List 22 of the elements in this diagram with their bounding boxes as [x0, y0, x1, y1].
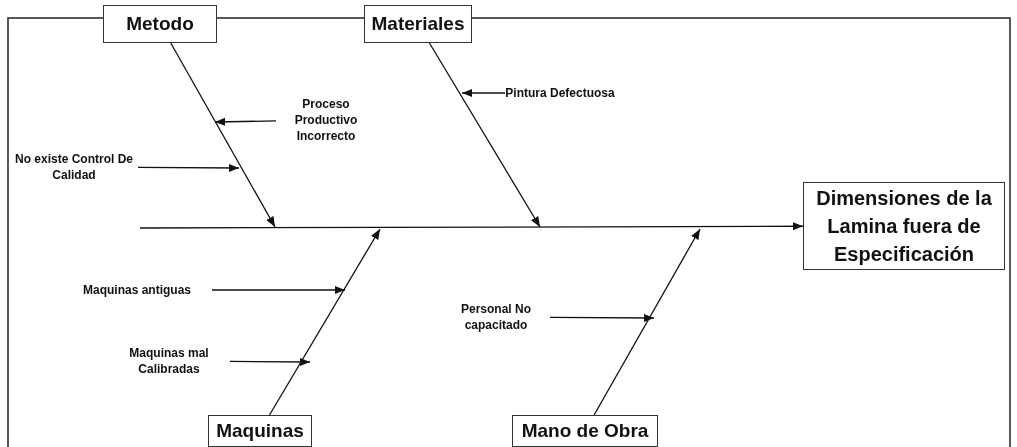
arrow	[461, 88, 506, 98]
category-box: Maquinas	[208, 415, 312, 447]
cause-text: Pintura Defectuosa	[505, 85, 615, 101]
arrow	[549, 313, 655, 323]
cause-text: Maquinas mal Calibradas	[108, 344, 230, 378]
arrow	[214, 117, 277, 126]
arrow	[170, 42, 276, 228]
arrow	[211, 285, 346, 295]
cause-text: Personal No capacitado	[442, 300, 550, 334]
category-box: Mano de Obra	[512, 415, 658, 447]
arrow	[593, 228, 701, 416]
cause-text: Maquinas antiguas	[62, 282, 212, 298]
arrow	[268, 228, 381, 416]
arrow	[139, 222, 804, 231]
effect-box: Dimensiones de la Lamina fuera de Especificación	[803, 182, 1005, 270]
arrow	[428, 42, 541, 228]
category-box: Metodo	[103, 5, 217, 43]
category-box: Materiales	[364, 5, 472, 43]
arrow	[137, 163, 240, 173]
cause-text: No existe Control De Calidad	[10, 150, 138, 184]
cause-text: Proceso Productivo Incorrecto	[276, 95, 376, 145]
arrow	[229, 357, 311, 367]
